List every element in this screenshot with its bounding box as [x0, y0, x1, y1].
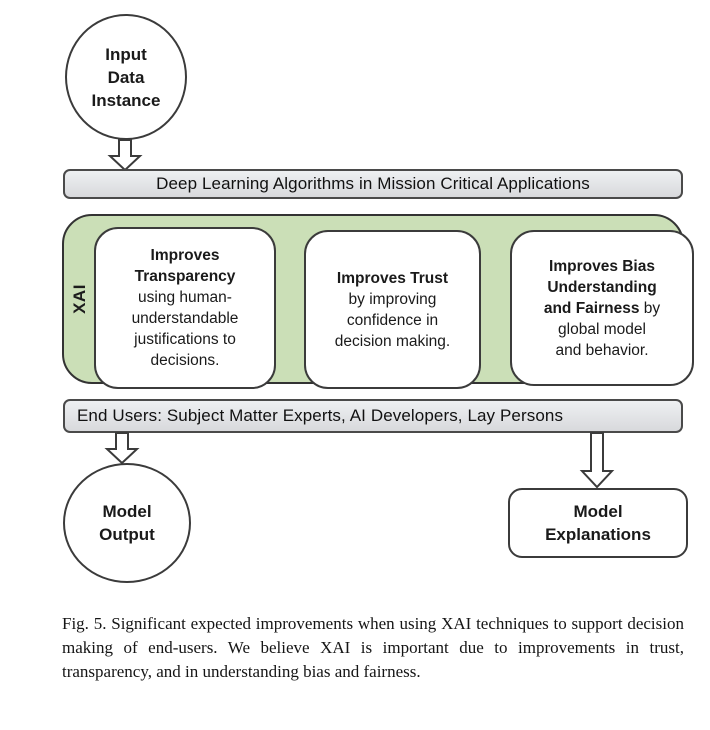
xai-box-trust-bold: Improves Trust	[336, 269, 449, 287]
input-data-label: Input Data Instance	[91, 44, 161, 110]
xai-box-transparency-rest: using human- understandable justificatio…	[131, 289, 239, 369]
model-output-label: Model Output	[99, 502, 155, 544]
xai-box-trust-rest: by improving confidence in decision maki…	[334, 290, 451, 350]
input-data-circle: Input Data Instance	[65, 14, 187, 140]
xai-label-wrap: XAI	[64, 216, 96, 382]
xai-box-trust-text: Improves Trust by improving confidence i…	[335, 268, 450, 352]
xai-box-transparency-text: Improves Transparency using human- under…	[132, 245, 239, 371]
deep-learning-bar: Deep Learning Algorithms in Mission Crit…	[63, 169, 683, 199]
figure-caption: Fig. 5. Significant expected improvement…	[62, 614, 684, 681]
xai-box-transparency-bold: Improves Transparency	[134, 247, 236, 285]
xai-box-trust: Improves Trust by improving confidence i…	[304, 230, 481, 389]
arrow-down-icon	[107, 139, 143, 172]
xai-label: XAI	[70, 284, 89, 314]
end-users-label: End Users: Subject Matter Experts, AI De…	[76, 406, 564, 425]
xai-box-bias-fairness-bold: Improves Bias Understanding and Fairness	[543, 257, 657, 317]
end-users-bar: End Users: Subject Matter Experts, AI De…	[63, 399, 683, 433]
arrow-down-left-icon	[104, 432, 140, 465]
xai-container: XAI Improves Transparency using human- u…	[62, 214, 694, 389]
deep-learning-label: Deep Learning Algorithms in Mission Crit…	[156, 174, 590, 193]
xai-box-transparency: Improves Transparency using human- under…	[94, 227, 276, 389]
xai-box-bias-fairness-rest: by global model and behavior.	[555, 299, 661, 359]
model-explanations-box: Model Explanations	[508, 488, 688, 558]
arrow-down-right-icon	[579, 432, 615, 489]
xai-box-bias-fairness: Improves Bias Understanding and Fairness…	[510, 230, 694, 386]
xai-box-bias-fairness-text: Improves Bias Understanding and Fairness…	[544, 256, 660, 361]
model-explanations-label: Model Explanations	[545, 502, 651, 544]
model-output-circle: Model Output	[63, 463, 191, 583]
